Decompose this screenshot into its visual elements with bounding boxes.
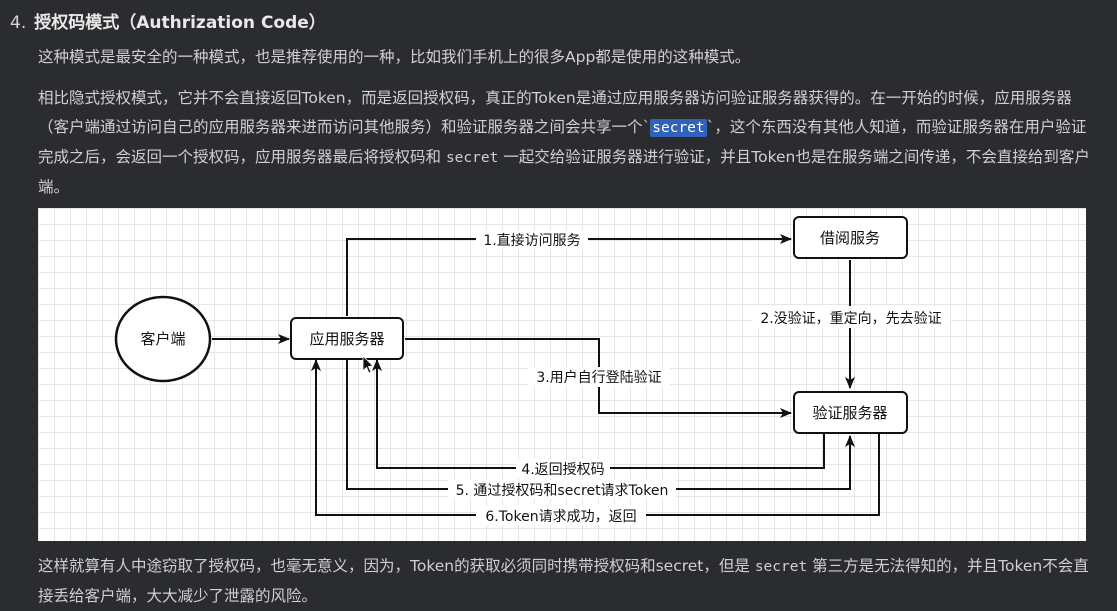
flow-diagram-svg: 客户端 应用服务器 借阅服务 验证服务器 1.直接访问服务 2.没验证，重定向，… xyxy=(114,216,950,525)
paragraph-explanation-text-3: 一起交给验证服务器进行验证，并且Token也是在服务端之间传递，不会直接给到客户… xyxy=(38,148,1090,196)
inline-code-secret-highlighted[interactable]: secret xyxy=(650,119,707,137)
edge-2-label: 2.没验证，重定向，先去验证 xyxy=(760,311,941,327)
node-borrow-service: 借阅服务 xyxy=(793,216,908,259)
edge-3-label: 3.用户自行登陆验证 xyxy=(536,369,661,386)
paragraph-intro-text: 这种模式是最安全的一种模式，也是推荐使用的一种，比如我们手机上的很多App都是使… xyxy=(38,48,751,66)
node-client-label: 客户端 xyxy=(140,330,185,348)
edge-1-line xyxy=(346,234,792,316)
edge-5-label: 5. 通过授权码和secret请求Token xyxy=(456,483,669,499)
paragraph-conclusion-text-2: 第三方是无法得知的，并且Token不会直接丢给客户端，大大减少了泄露的风险。 xyxy=(38,557,1089,605)
paragraph-explanation: 相比隐式授权模式，它并不会直接返回Token，而是返回授权码，真正的Token是… xyxy=(38,84,1100,202)
edge-4-label: 4.返回授权码 xyxy=(521,462,604,478)
node-app-server-label: 应用服务器 xyxy=(309,330,384,348)
section-heading: 4. 授权码模式（Authrization Code） xyxy=(10,8,326,33)
inline-code-secret: secret xyxy=(445,150,499,166)
mouse-cursor-icon xyxy=(362,355,374,374)
paragraph-intro: 这种模式是最安全的一种模式，也是推荐使用的一种，比如我们手机上的很多App都是使… xyxy=(38,43,1100,72)
edge-6-label: 6.Token请求成功，返回 xyxy=(485,509,636,525)
node-auth-server: 验证服务器 xyxy=(793,391,908,434)
oauth-flow-diagram: 客户端 应用服务器 借阅服务 验证服务器 1.直接访问服务 2.没验证，重定向，… xyxy=(38,208,1086,541)
paragraph-conclusion: 这样就算有人中途窃取了授权码，也毫无意义，因为，Token的获取必须同时携带授权… xyxy=(38,552,1100,611)
edge-1-label: 1.直接访问服务 xyxy=(483,232,580,249)
inline-code-secret-conclusion: secret xyxy=(754,559,808,575)
section-title: 授权码模式（Authrization Code） xyxy=(34,13,326,33)
node-app-server: 应用服务器 xyxy=(290,317,404,360)
paragraph-conclusion-text-1: 这样就算有人中途窃取了授权码，也毫无意义，因为，Token的获取必须同时携带授权… xyxy=(38,557,755,575)
node-borrow-service-label: 借阅服务 xyxy=(820,229,880,247)
node-auth-server-label: 验证服务器 xyxy=(812,404,887,422)
node-client: 客户端 xyxy=(114,295,212,383)
paragraph-explanation-text-1: 相比隐式授权模式，它并不会直接返回Token，而是返回授权码，真正的Token是… xyxy=(38,89,1072,136)
section-number: 4. xyxy=(10,13,27,33)
paragraph-explanation-text-2: `，这个东西没有其他人知道，而验证服务器在用户验证完成之后，会返回一个授权码，应… xyxy=(38,118,1087,166)
